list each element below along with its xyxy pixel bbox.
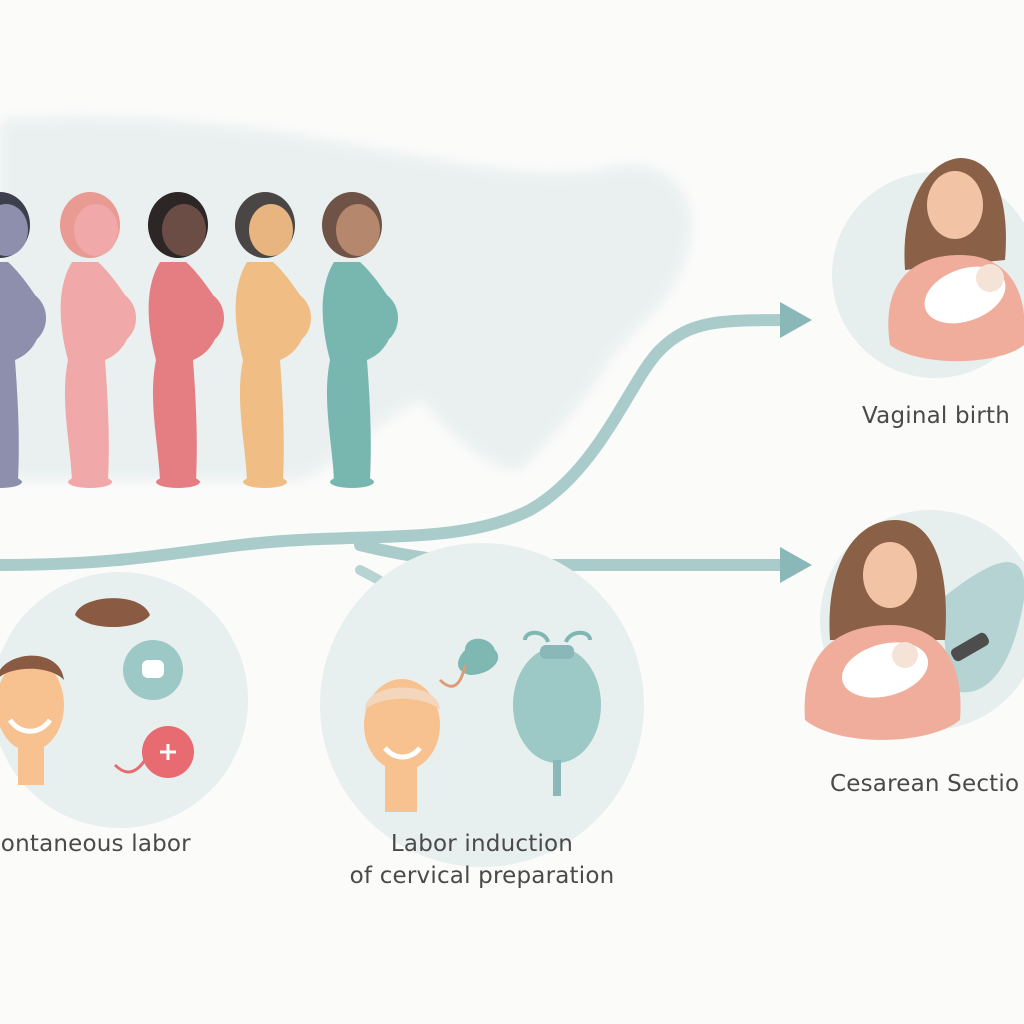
cesarean-illustration: [804, 510, 1024, 740]
pregnant-figures: [0, 192, 398, 488]
labor-induction-line-1: Labor induction: [390, 831, 574, 857]
figure-peach: [235, 192, 311, 488]
figure-purple: [0, 192, 46, 488]
vaginal-birth-label: Vaginal birth: [862, 403, 1011, 429]
labor-induction-illustration: [320, 543, 644, 867]
figure-coral: [148, 192, 224, 488]
cesarean-section-label: Cesarean Sectio: [830, 771, 1020, 797]
spontaneous-labor-illustration: [0, 572, 248, 828]
labor-induction-label: Labor induction of cervical preparation: [332, 828, 632, 892]
vaginal-birth-illustration: [832, 158, 1024, 378]
spontaneous-labor-label: pontaneous labor: [0, 831, 191, 857]
arrow-to-vaginal-birth: [0, 314, 796, 571]
arrow-head-cesarean: [780, 547, 812, 583]
labor-induction-line-2: of cervical preparation: [349, 863, 615, 890]
figure-pink: [60, 192, 136, 488]
arrow-head-vaginal: [780, 302, 812, 338]
figure-teal: [322, 192, 398, 488]
